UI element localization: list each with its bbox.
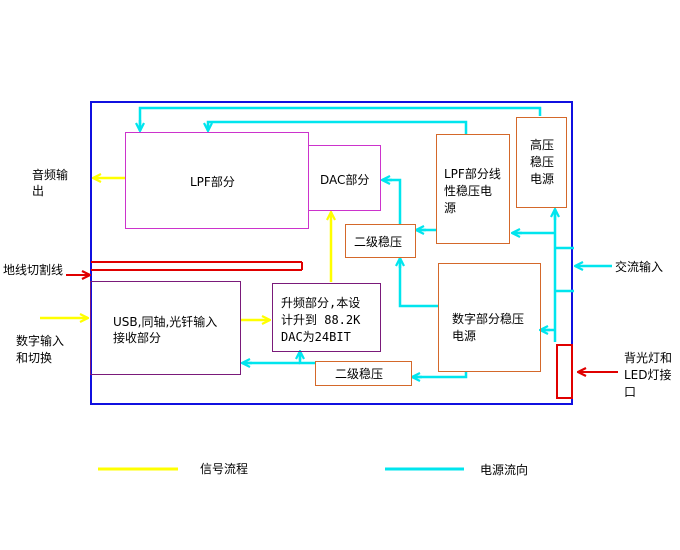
usb-receiver-label: USB,同轴,光钎输入 接收部分 [113,315,218,345]
lpf-psu-block [436,134,510,244]
stage2-upper-block [345,224,416,258]
backlight-bracket [556,344,573,399]
lpf-psu-label: LPF部分线 性稳压电 源 [444,167,501,215]
ground-cut-label: 地线切割线 [3,263,64,277]
dac-block [308,145,381,211]
ac-in-label: 交流输入 [615,260,664,274]
digital-in-label: 数字输入 和切换 [16,334,65,365]
upsample-label: 升频部分,本设 计升到 88.2K DAC为24BIT [281,296,361,344]
ground-cut-line [91,261,303,271]
legend-signal-label: 信号流程 [200,462,249,476]
stage2-lower-label: 二级稳压 [335,367,384,381]
hv-psu-label: 高压 稳压 电源 [530,138,555,186]
enclosure-outline [90,101,573,405]
dac-label: DAC部分 [320,173,370,187]
upsample-block [272,283,381,352]
lpf-label: LPF部分 [190,175,235,189]
stage2-upper-label: 二级稳压 [354,235,403,249]
power-bus [138,106,574,379]
usb-receiver-block [90,281,241,375]
audio-out-label: 音频输 出 [32,168,69,198]
hv-psu-block [516,117,567,208]
legend-power-label: 电源流向 [480,463,529,477]
backlight-label: 背光灯和 LED灯接 口 [624,351,673,399]
stage2-lower-block [315,361,412,386]
digital-psu-label: 数字部分稳压 电源 [452,312,525,343]
digital-psu-block [438,263,541,372]
